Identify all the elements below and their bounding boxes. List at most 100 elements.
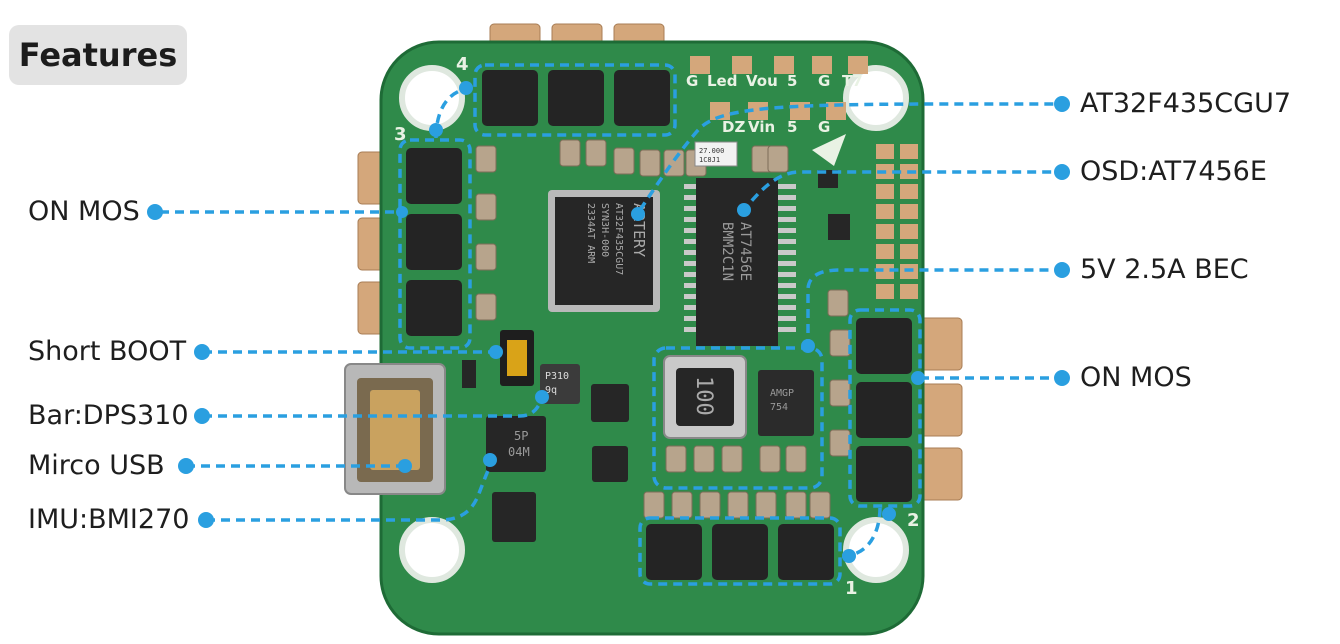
bec-text-model: AMGP [770,388,794,399]
line-bec [806,268,1060,348]
capacitor-3 [475,293,497,321]
line-imu [206,461,494,522]
orientation-arrow [812,134,846,166]
baro-text-lot: 9q [545,385,557,396]
mosfet-8 [856,446,912,502]
capacitor-11 [767,145,789,173]
top-signal-pad-6 [748,102,768,120]
silk-g2: G [818,72,830,90]
crystal-text-freq: 27.000 [699,147,724,155]
mosfet-2 [614,70,670,126]
outline-mos-top [473,63,677,137]
motor-pads-right [919,317,963,501]
label-mcu: AT32F435CGU7 [1080,88,1292,119]
top-signal-pad-0 [690,56,710,74]
mosfet-1 [548,70,604,126]
highlight-outlines [398,63,922,586]
signal-pad-6 [876,264,894,279]
silk-led: Led [707,72,737,90]
mosfet-9 [646,524,702,580]
imu-text-model: 5P [514,429,528,443]
signal-pad-3 [876,204,894,219]
mosfet-3 [406,148,462,204]
small-chips [462,170,850,542]
mosfet-4 [406,214,462,270]
silk-motor-1: 1 [845,578,858,599]
capacitor-25 [721,445,743,473]
mosfet-11 [778,524,834,580]
capacitor-27 [785,445,807,473]
capacitor-7 [639,149,661,177]
label-imu-bmi270: IMU:BMI270 [28,504,190,535]
label-on-mos-left: ON MOS [28,196,140,227]
motor-pad-right-1 [919,383,963,437]
mcu-chip: ARTERY AT32F435CGU7 SYN3H-000 2334AT ARM [548,190,660,312]
line-mcu [638,102,1060,211]
baro-text-model: P310 [545,371,569,382]
silk-motor-3: 3 [394,124,407,145]
capacitor-26 [759,445,781,473]
inductor-text: 100 [691,376,716,416]
mcu-text-lot: SYN3H-000 [599,203,610,257]
osd-chip: AT7456E BMM2C1N [684,178,796,346]
capacitor-16 [755,491,777,519]
signal-pad-b-5 [900,244,918,259]
crystal: 27.000 1C8J1 [694,141,738,167]
capacitor-1 [475,193,497,221]
silk-g1: G [686,72,698,90]
silk-vou: Vou [746,72,778,90]
pcb-board [379,40,925,636]
capacitor-14 [699,491,721,519]
motor-pad-right-2 [919,447,963,501]
silk-vin: Vin [748,118,775,136]
imu-chip: 5P 04M [486,416,546,472]
silk-dz: DZ [722,118,745,136]
mosfet-chips [406,70,912,580]
signal-pad-b-0 [900,144,918,159]
outline-mos-right [848,308,922,508]
signal-pad-b-2 [900,184,918,199]
signal-pad-b-4 [900,224,918,239]
capacitor-2 [475,243,497,271]
crystal-text-lot: 1C8J1 [699,156,720,164]
mosfet-7 [856,382,912,438]
silk-motor-4: 4 [456,54,469,75]
mount-hole-top-right [843,65,909,131]
mosfet-10 [712,524,768,580]
signal-pads-right [690,56,918,299]
bec-text-lot: 754 [770,402,788,413]
silk-g3: G [818,118,830,136]
label-bec: 5V 2.5A BEC [1080,254,1249,285]
capacitor-15 [727,491,749,519]
top-signal-pad-4 [848,56,868,74]
barometer-chip: P310 9q [540,364,580,404]
capacitor-13 [671,491,693,519]
signal-pad-2 [876,184,894,199]
capacitor-5 [585,139,607,167]
silkscreen-top: G Led Vou 5 G T7 DZ Vin 5 G 4 3 2 1 [394,54,920,599]
outline-bec [652,346,824,490]
features-badge: Features [9,25,187,85]
outline-mos-left [398,138,472,350]
signal-pad-4 [876,224,894,239]
mosfet-6 [856,318,912,374]
capacitor-22 [829,429,851,457]
signal-pad-b-7 [900,284,918,299]
capacitor-4 [559,139,581,167]
top-signal-pad-1 [732,56,752,74]
label-short-boot: Short BOOT [28,336,187,367]
silk-motor-2: 2 [907,510,920,531]
capacitor-6 [613,147,635,175]
signal-pad-7 [876,284,894,299]
capacitor-24 [693,445,715,473]
mounting-holes [399,65,909,583]
callout-dots [147,81,1070,563]
mount-hole-bottom-left [399,517,465,583]
label-micro-usb: Mirco USB [28,450,165,481]
capacitor-19 [827,289,849,317]
capacitor-20 [829,329,851,357]
capacitor-21 [829,379,851,407]
osd-text-model: AT7456E [737,222,753,281]
motor-pad-right-0 [919,317,963,371]
